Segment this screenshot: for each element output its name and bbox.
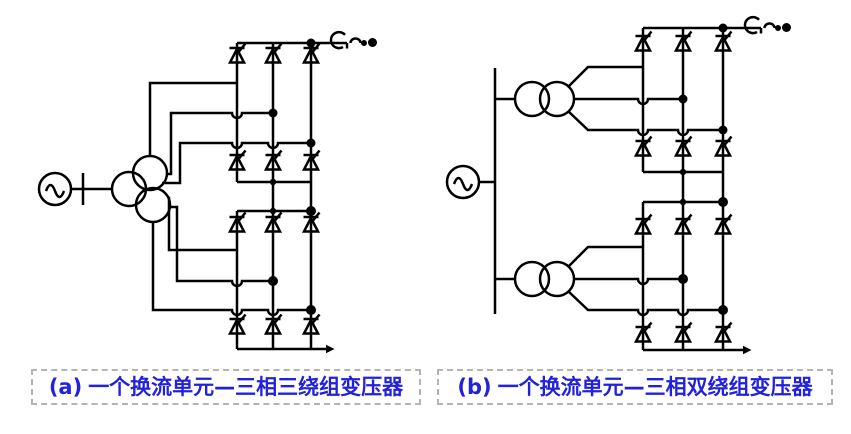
junction-dot — [306, 206, 316, 216]
three-winding-transformer-icon — [110, 154, 172, 224]
ac-source-icon — [445, 164, 481, 200]
junction-dot — [679, 198, 687, 206]
caption-a-label: (a) — [48, 374, 83, 399]
smoothing-reactor-icon — [743, 15, 776, 35]
dc-line-dot — [361, 40, 367, 46]
phase-line — [567, 110, 723, 137]
winding-primary — [513, 80, 551, 118]
winding-secondary-upper — [131, 154, 169, 192]
two-winding-transformer-icon — [513, 80, 576, 118]
junction-dot — [306, 305, 316, 315]
phase-line — [170, 205, 273, 288]
dc-output-arrow — [326, 344, 335, 354]
junction-dot — [718, 197, 728, 207]
valve-bridge-legs — [641, 28, 725, 350]
phase-line — [574, 277, 683, 286]
ac-source-icon — [37, 171, 73, 207]
junction-dot — [718, 23, 728, 33]
phase-line — [167, 111, 273, 176]
diagram-a — [37, 30, 377, 354]
phase-line — [567, 245, 643, 268]
caption-a-text: 一个换流单元—三相三绕组变压器 — [88, 374, 404, 399]
phase-line — [167, 196, 237, 252]
winding-primary — [110, 170, 148, 208]
junction-dot — [306, 138, 316, 148]
winding-secondary-lower — [134, 186, 172, 224]
smoothing-reactor-icon — [329, 30, 362, 50]
caption-b-label: (b) — [457, 374, 492, 399]
junction-dot — [306, 38, 316, 48]
valve-bridge-legs — [235, 43, 313, 349]
caption-b-text: 一个换流单元—三相双绕组变压器 — [497, 374, 813, 399]
junction-dot — [679, 168, 687, 176]
phase-line — [162, 141, 311, 185]
dc-output-arrow — [743, 345, 752, 355]
dc-line-dot — [775, 25, 781, 31]
dc-line-dot — [368, 38, 377, 47]
phase-line — [151, 222, 311, 317]
phase-line — [574, 97, 683, 106]
junction-dot — [268, 276, 278, 286]
junction-dot — [718, 125, 728, 135]
caption-b: (b) 一个换流单元—三相双绕组变压器 — [437, 369, 833, 405]
phase-line — [148, 81, 237, 156]
junction-dot — [269, 178, 277, 186]
junction-dot — [678, 94, 688, 104]
phase-line — [567, 290, 723, 317]
phase-line — [567, 65, 643, 88]
junction-dot — [268, 108, 278, 118]
junction-dot — [718, 305, 728, 315]
two-winding-transformer-icon — [513, 260, 576, 298]
junction-dot — [678, 274, 688, 284]
caption-a: (a) 一个换流单元—三相三绕组变压器 — [31, 369, 421, 405]
winding-primary — [513, 260, 551, 298]
junction-dot — [269, 207, 277, 215]
dc-line-dot — [782, 23, 791, 32]
diagram-b — [445, 15, 791, 355]
